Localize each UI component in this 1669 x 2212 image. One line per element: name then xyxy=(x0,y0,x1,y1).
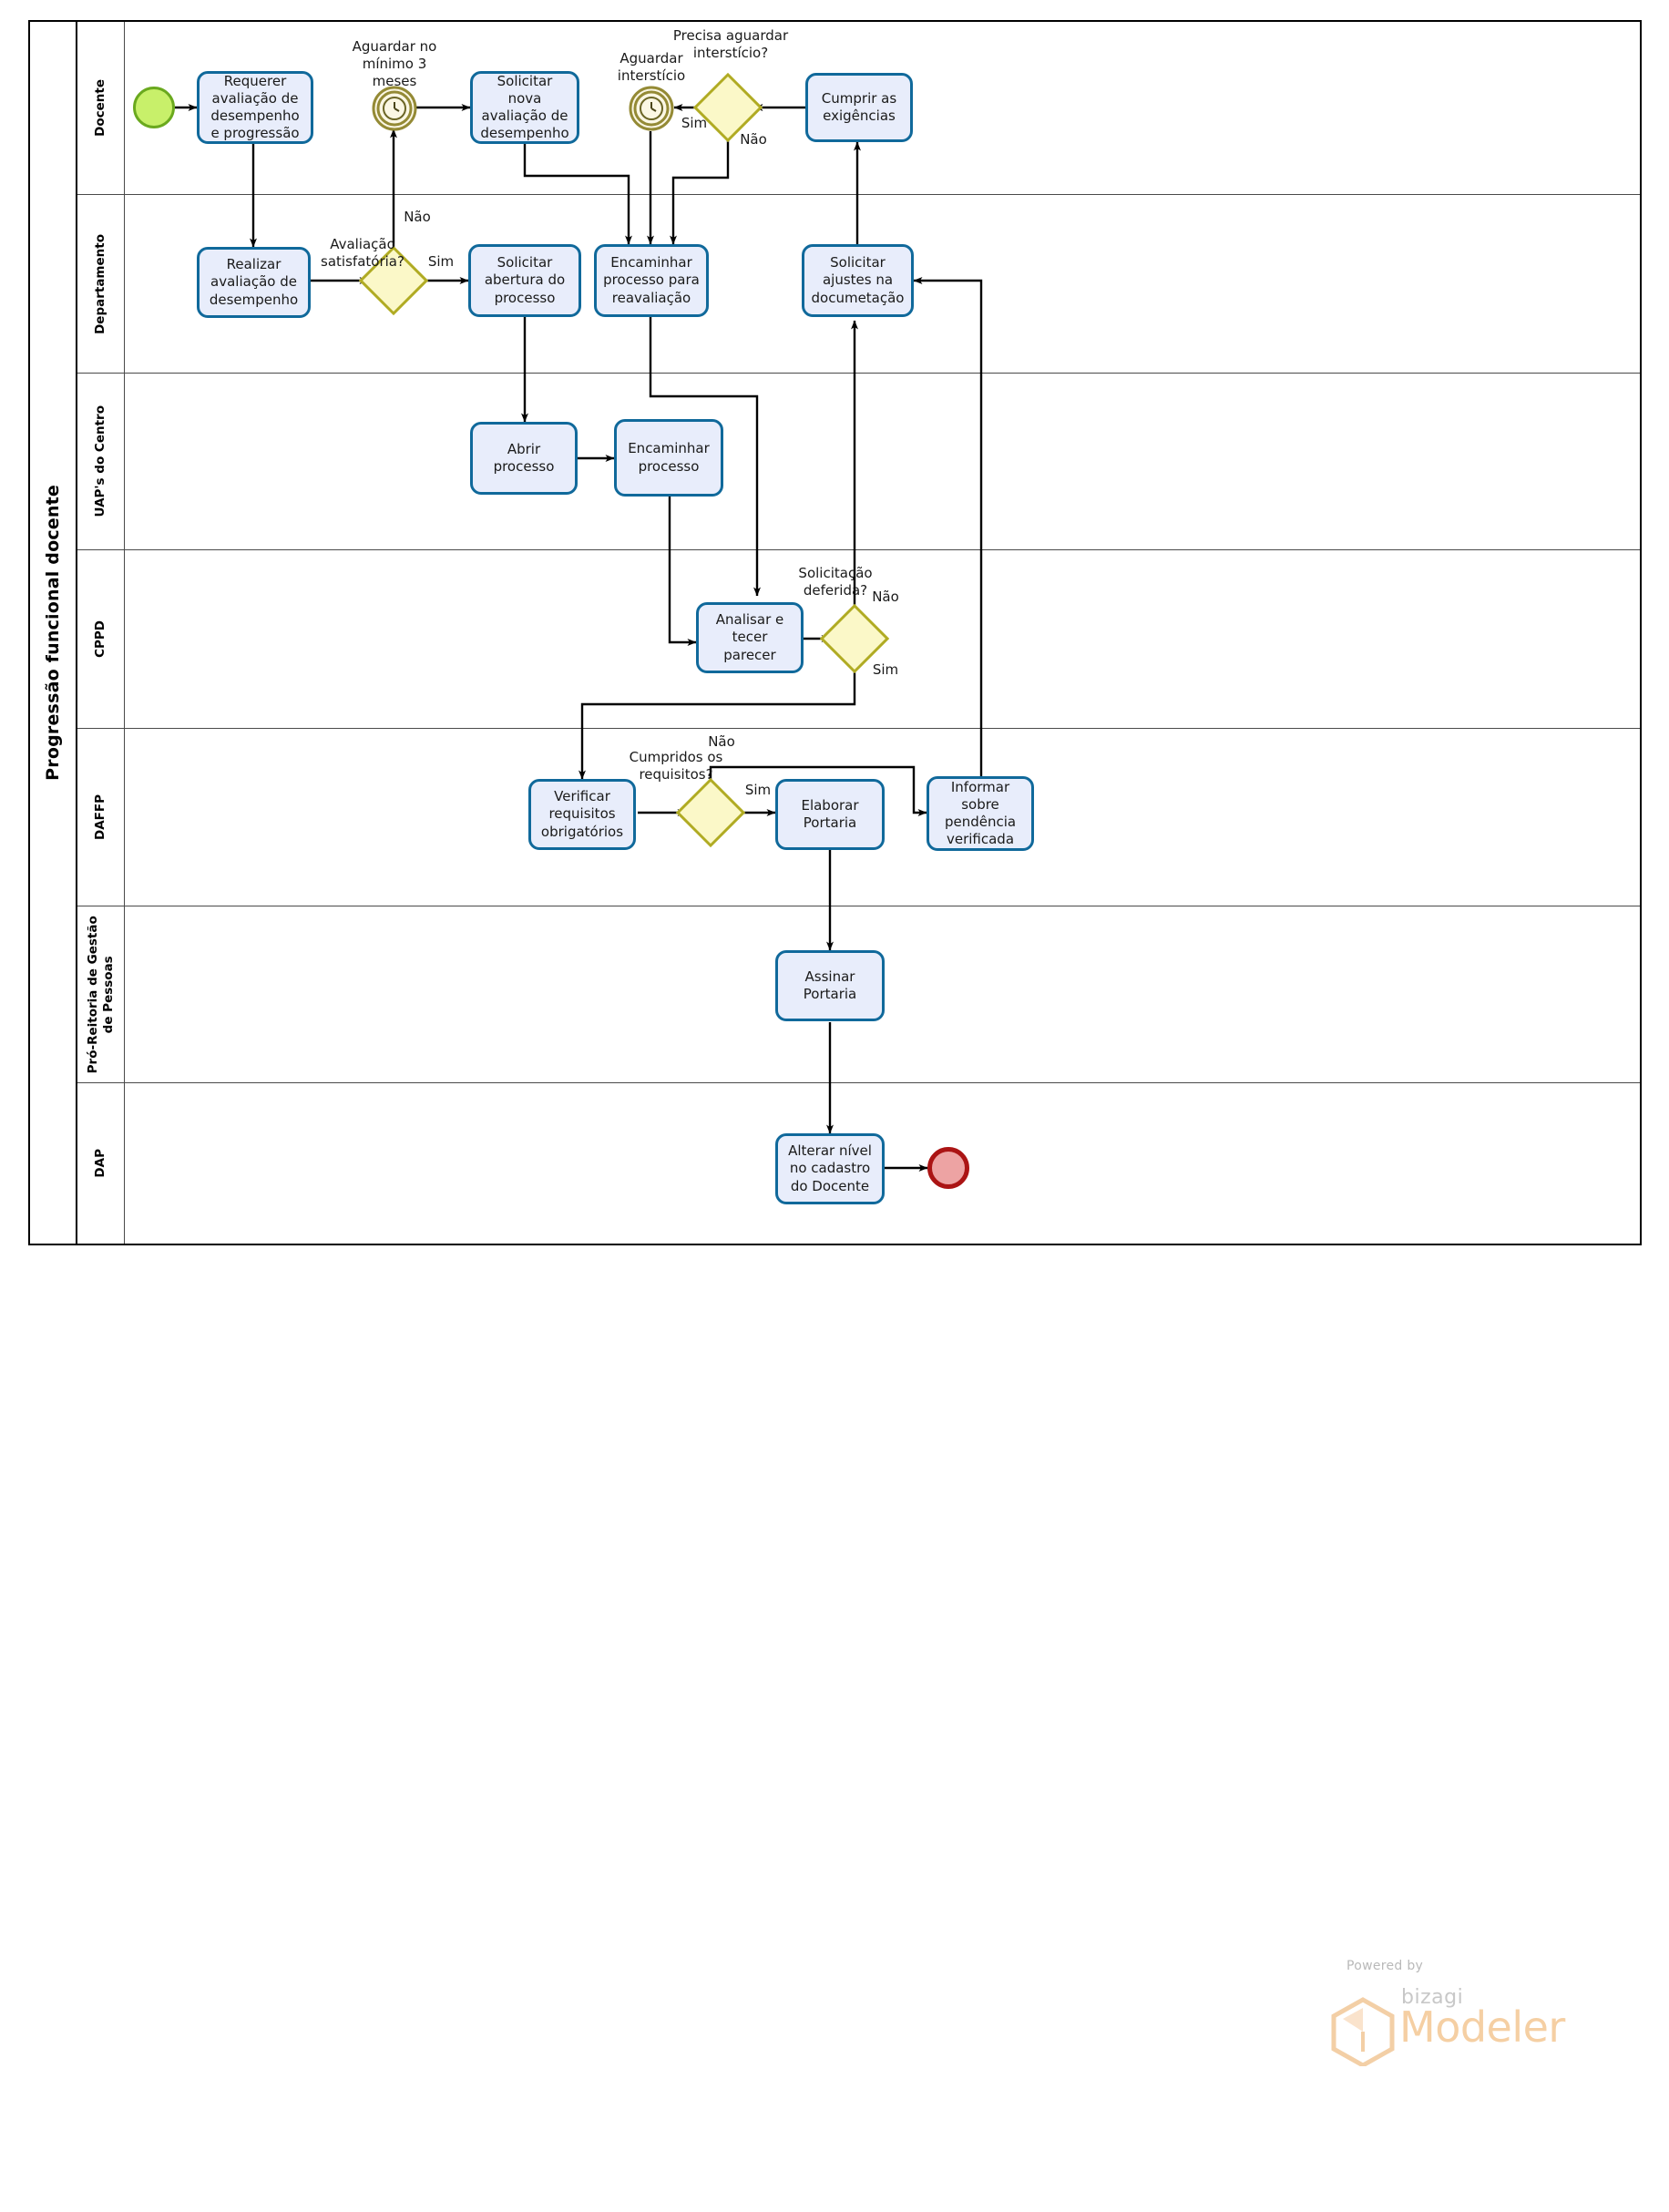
flow-label-nao-intersticio: Não xyxy=(740,131,767,148)
lane-header-departamento: Departamento xyxy=(77,195,125,373)
lane-pro-reitoria-gestao-pessoas: Pró-Reitoria de Gestão de Pessoas xyxy=(77,906,1640,1083)
lane-label-dap: DAP xyxy=(93,1149,108,1178)
task-realizar-avaliacao-desempenho[interactable]: Realizar avaliação de desempenho xyxy=(197,247,311,318)
gateway-label-precisa-intersticio: Precisa aguardar interstício? xyxy=(672,27,789,61)
task-solicitar-ajustes-documetacao[interactable]: Solicitar ajustes na documetação xyxy=(802,244,914,317)
task-encaminhar-processo-reavaliacao[interactable]: Encaminhar processo para reavaliação xyxy=(594,244,709,317)
lane-label-cppd: CPPD xyxy=(93,620,108,658)
timer-event-intersticio-icon[interactable] xyxy=(629,86,674,131)
lane-label-docente: Docente xyxy=(93,79,108,137)
lane-header-dap: DAP xyxy=(77,1083,125,1244)
task-analisar-tecer-parecer[interactable]: Analisar e tecer parecer xyxy=(696,602,804,673)
lane-label-daffp: DAFFP xyxy=(93,794,108,840)
task-assinar-portaria[interactable]: Assinar Portaria xyxy=(775,950,885,1021)
modeler-wordmark: Modeler xyxy=(1399,2002,1565,2052)
flow-label-sim-deferida: Sim xyxy=(872,661,899,678)
task-informar-pendencia-verificada[interactable]: Informar sobre pendência verificada xyxy=(927,776,1034,851)
flow-label-sim-intersticio: Sim xyxy=(681,115,708,131)
pool-title: Progressão funcional docente xyxy=(43,485,63,781)
bizagi-modeler-branding: Powered by bizagi Modeler xyxy=(1312,1959,1613,2077)
lane-dap: DAP xyxy=(77,1083,1640,1244)
lane-header-daffp: DAFFP xyxy=(77,729,125,906)
timer-label-3-meses: Aguardar no mínimo 3 meses xyxy=(352,38,437,89)
lane-label-uaps: UAP's do Centro xyxy=(93,405,108,517)
bizagi-wordmark: bizagi xyxy=(1401,1986,1464,2009)
lane-header-progep: Pró-Reitoria de Gestão de Pessoas xyxy=(77,906,125,1082)
lane-cppd: CPPD xyxy=(77,550,1640,729)
flow-label-sim-requisitos: Sim xyxy=(744,782,772,798)
lane-label-departamento: Departamento xyxy=(93,233,108,334)
task-abrir-processo[interactable]: Abrir processo xyxy=(470,422,578,495)
flow-label-nao-requisitos: Não xyxy=(708,733,735,750)
lane-departamento: Departamento xyxy=(77,195,1640,374)
task-elaborar-portaria[interactable]: Elaborar Portaria xyxy=(775,779,885,850)
timer-label-intersticio: Aguardar interstício xyxy=(617,50,686,84)
timer-event-3-meses-icon[interactable] xyxy=(372,86,417,131)
bizagi-hexagon-logo-icon xyxy=(1330,1997,1396,2070)
gateway-label-cumpridos-requisitos: Cumpridos os requisitos? xyxy=(629,749,723,783)
lane-label-progep: Pró-Reitoria de Gestão de Pessoas xyxy=(85,915,116,1074)
start-event[interactable] xyxy=(133,87,175,128)
task-solicitar-nova-avaliacao[interactable]: Solicitar nova avaliação de desempenho xyxy=(470,71,579,144)
lane-daffp: DAFFP xyxy=(77,729,1640,906)
task-cumprir-exigencias[interactable]: Cumprir as exigências xyxy=(805,73,913,142)
lane-uaps-do-centro: UAP's do Centro xyxy=(77,374,1640,550)
powered-by-label: Powered by xyxy=(1346,1959,1424,1973)
flow-label-sim-avaliacao: Sim xyxy=(427,253,455,270)
lane-docente: Docente xyxy=(77,22,1640,195)
task-encaminhar-processo[interactable]: Encaminhar processo xyxy=(614,419,723,497)
lane-header-cppd: CPPD xyxy=(77,550,125,728)
flow-label-nao-avaliacao: Não xyxy=(404,209,431,225)
task-requerer-avaliacao[interactable]: Requerer avaliação de desempenho e progr… xyxy=(197,71,313,144)
task-verificar-requisitos-obrigatorios[interactable]: Verificar requisitos obrigatórios xyxy=(528,779,636,850)
task-solicitar-abertura-processo[interactable]: Solicitar abertura do processo xyxy=(468,244,581,317)
pool-title-cell: Progressão funcional docente xyxy=(30,22,77,1244)
lane-header-docente: Docente xyxy=(77,22,125,194)
task-alterar-nivel-cadastro-docente[interactable]: Alterar nível no cadastro do Docente xyxy=(775,1133,885,1204)
lane-header-uaps: UAP's do Centro xyxy=(77,374,125,549)
end-event[interactable] xyxy=(927,1147,969,1189)
flow-label-nao-deferida: Não xyxy=(872,589,899,605)
gateway-label-avaliacao-satisfatoria: Avaliação satisfatória? xyxy=(321,236,404,270)
